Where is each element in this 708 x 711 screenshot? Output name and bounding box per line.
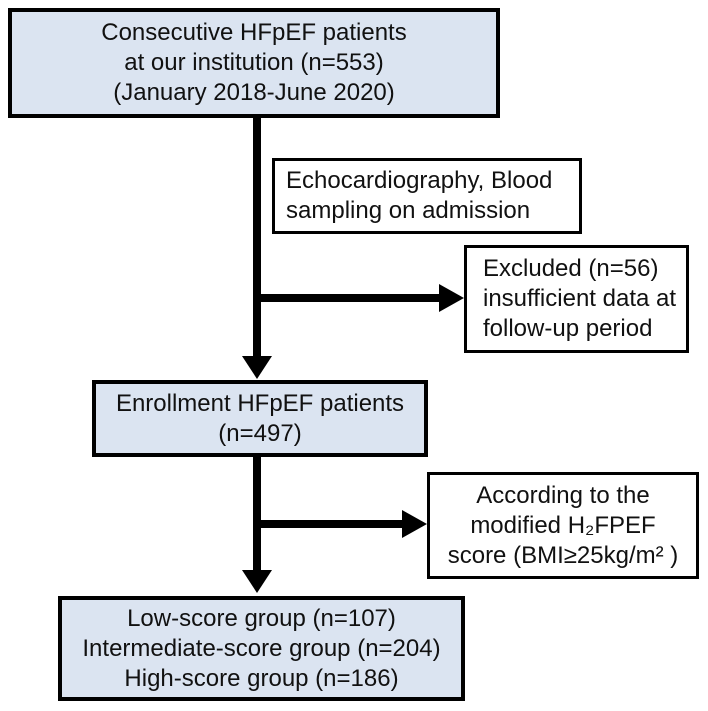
arrowhead-right-icon <box>402 510 427 538</box>
box-excluded-line-1: Excluded (n=56) <box>483 255 659 282</box>
arrow-line-to-according <box>257 520 403 528</box>
box-echocardiography: Echocardiography, Blood sampling on admi… <box>272 158 582 234</box>
box-groups-line-3: High-score group (n=186) <box>124 664 399 692</box>
arrow-line-to-excluded <box>257 294 439 302</box>
box-score-groups: Low-score group (n=107) Intermediate-sco… <box>58 596 465 701</box>
box-according-score: According to the modified H₂FPEF score (… <box>427 472 699 579</box>
box-consecutive-line-3: (January 2018-June 2020) <box>113 79 395 106</box>
arrow-line-consecutive-to-enrollment <box>253 117 261 357</box>
arrow-line-enrollment-to-groups <box>253 457 261 571</box>
arrowhead-down-icon <box>242 356 272 379</box>
arrowhead-down-icon <box>242 570 272 593</box>
box-consecutive-line-2: at our institution (n=553) <box>124 49 384 76</box>
box-enrollment-line-1: Enrollment HFpEF patients <box>115 389 405 417</box>
box-excluded-line-2: insufficient data at <box>483 285 677 312</box>
box-according-line-2: modified H₂FPEF <box>470 511 656 539</box>
box-excluded: Excluded (n=56) insufficient data at fol… <box>464 245 689 353</box>
box-echo-line-1: Echocardiography, Blood <box>286 167 553 194</box>
arrowhead-right-icon <box>439 284 464 312</box>
box-consecutive-line-1: Consecutive HFpEF patients <box>101 19 407 46</box>
box-according-line-3: score (BMI≥25kg/m² ) <box>447 541 679 569</box>
box-excluded-line-3: follow-up period <box>483 315 653 342</box>
box-according-line-1: According to the <box>476 481 650 509</box>
box-groups-line-1: Low-score group (n=107) <box>127 604 396 632</box>
box-consecutive-patients: Consecutive HFpEF patients at our instit… <box>8 8 500 118</box>
box-enrollment-line-2: (n=497) <box>218 419 302 447</box>
box-echo-line-2: sampling on admission <box>286 197 531 224</box>
box-groups-line-2: Intermediate-score group (n=204) <box>82 634 441 662</box>
box-enrollment: Enrollment HFpEF patients (n=497) <box>92 380 428 457</box>
